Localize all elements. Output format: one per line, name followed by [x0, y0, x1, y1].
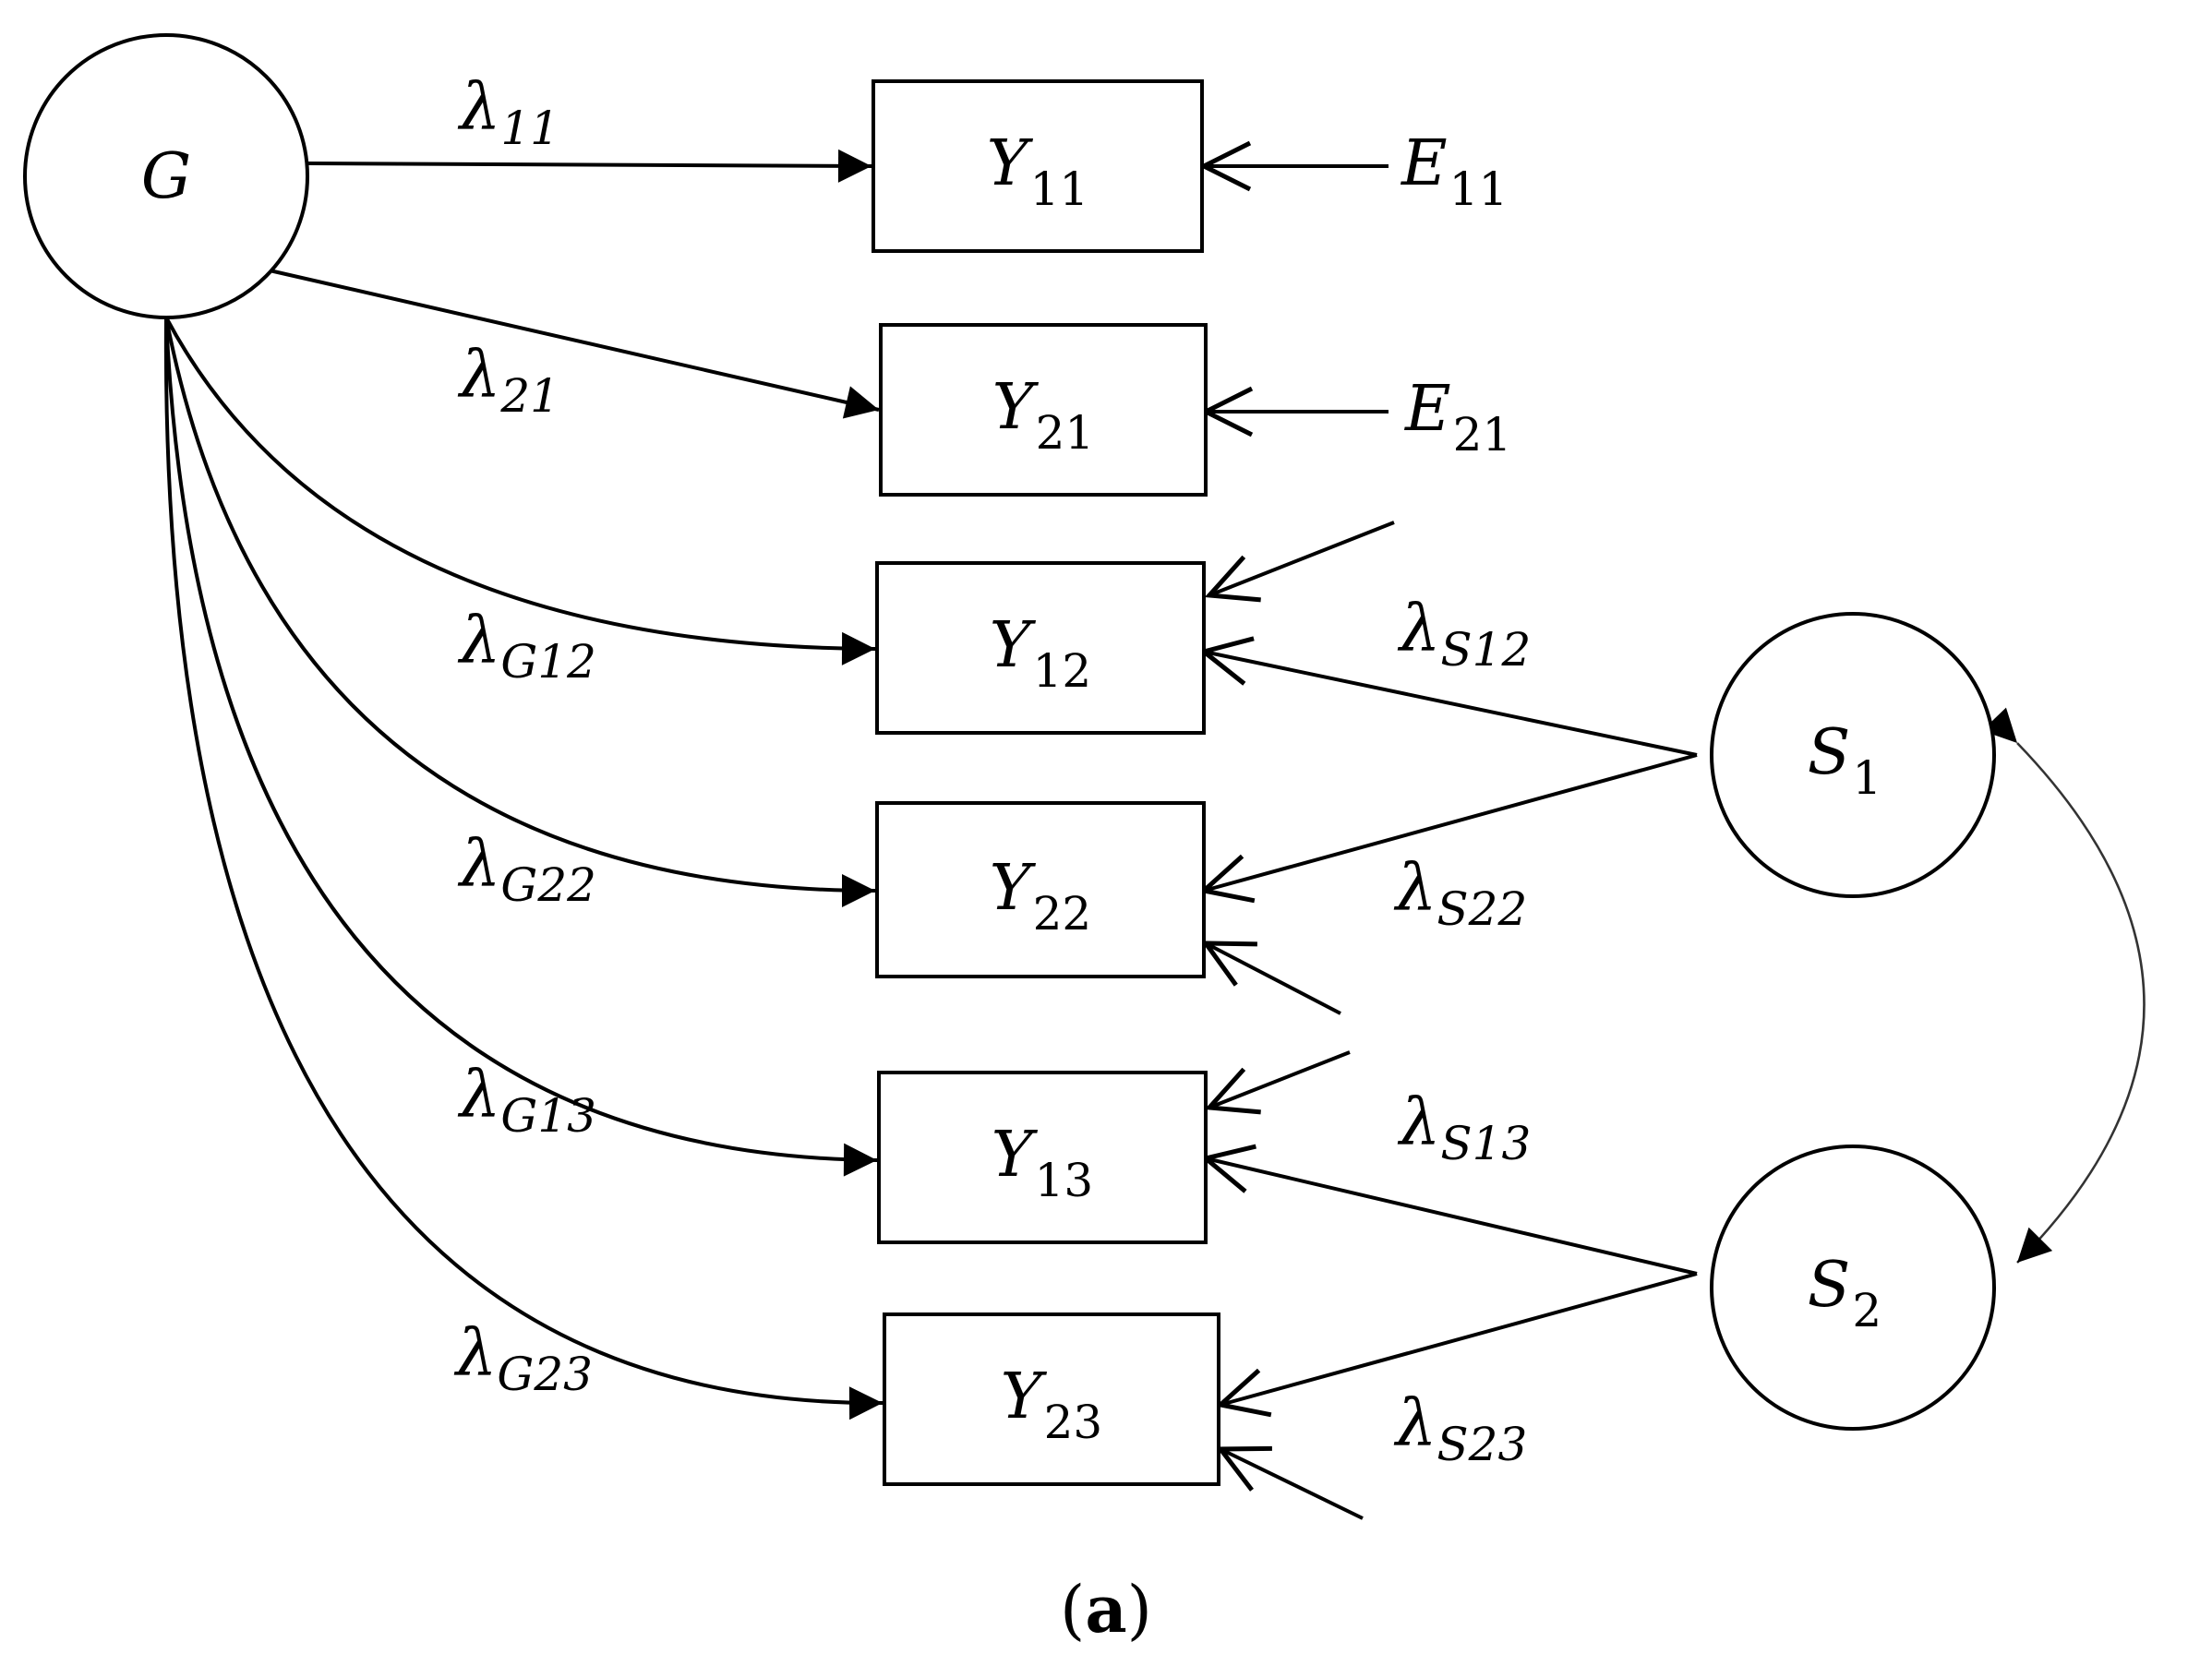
observed-y11: Y11: [872, 79, 1204, 253]
loading-lg22: λG22: [457, 826, 596, 912]
cov-s1-s2: [1982, 707, 2146, 1264]
path-e-y23: [1220, 1449, 1364, 1520]
svg-text:Y11: Y11: [987, 127, 1089, 216]
observed-y22: Y22: [875, 801, 1206, 978]
svg-text:S1: S1: [1808, 716, 1881, 805]
observed-y23: Y23: [883, 1312, 1220, 1486]
path-s2-y13: [1206, 1158, 1698, 1276]
path-g-y22: [164, 317, 876, 907]
latent-g: G: [23, 33, 309, 319]
loading-ls23: λS23: [1393, 1385, 1527, 1471]
loading-ls13: λS13: [1397, 1085, 1531, 1170]
observed-y12: Y12: [875, 561, 1206, 735]
svg-text:Y22: Y22: [990, 852, 1092, 941]
svg-text:Y13: Y13: [992, 1119, 1094, 1207]
latent-s2: S2: [1710, 1145, 1996, 1431]
loading-l21: λ21: [457, 337, 559, 423]
svg-text:S2: S2: [1808, 1249, 1881, 1337]
svg-text:Y23: Y23: [1001, 1360, 1103, 1449]
loading-l11: λ11: [457, 69, 559, 155]
loading-lg12: λG12: [457, 603, 596, 689]
latent-s1: S1: [1710, 612, 1996, 898]
loading-lg23: λG23: [453, 1315, 593, 1401]
path-g-y12: [164, 317, 876, 665]
svg-text:Y12: Y12: [990, 609, 1092, 698]
path-s2-y23: [1220, 1272, 1698, 1405]
observed-y21: Y21: [879, 323, 1208, 497]
path-e-y13: [1209, 1050, 1351, 1108]
error-e11: E11: [1400, 127, 1508, 216]
path-e-y12: [1209, 521, 1395, 595]
loading-ls12: λS12: [1397, 591, 1531, 677]
loading-lg13: λG13: [457, 1057, 596, 1143]
path-g-y13: [164, 317, 878, 1177]
path-g-y11: [307, 149, 872, 183]
figure-caption: (a): [1060, 1571, 1152, 1648]
svg-text:Y21: Y21: [992, 371, 1095, 460]
path-s1-y22: [1204, 753, 1698, 891]
path-g-y21: [269, 269, 880, 419]
path-s1-y12: [1204, 652, 1698, 757]
svg-text:G: G: [141, 140, 191, 213]
observed-y13: Y13: [877, 1071, 1208, 1244]
path-e-y22: [1206, 943, 1341, 1015]
loading-ls22: λS22: [1393, 850, 1527, 936]
path-g-y23: [163, 317, 884, 1420]
error-e21: E21: [1403, 373, 1511, 461]
